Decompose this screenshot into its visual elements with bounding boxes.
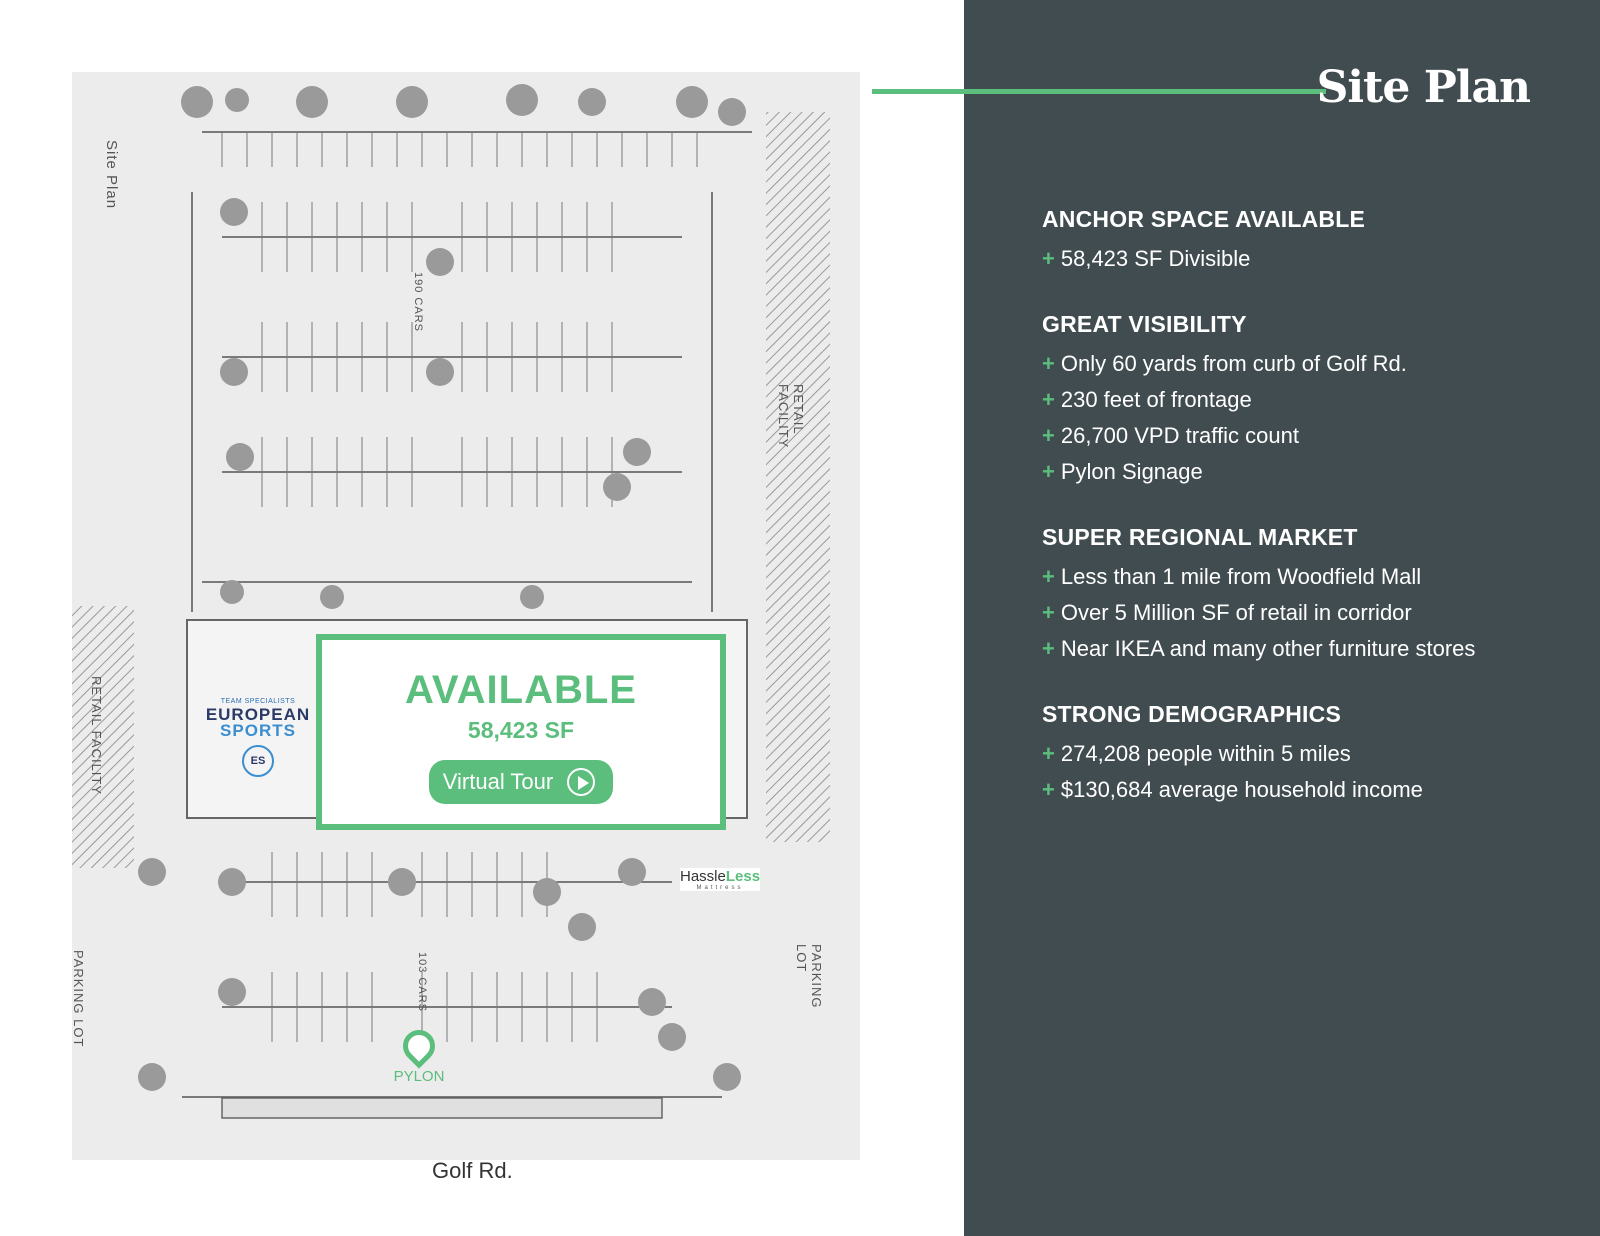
road-frontage <box>221 1097 663 1119</box>
site-plan-label: Site Plan <box>103 140 120 210</box>
feature-list: ANCHOR SPACE AVAILABLE +58,423 SF Divisi… <box>1042 206 1582 842</box>
plus-icon: + <box>1042 600 1055 625</box>
stall-lines <box>221 132 698 1042</box>
plus-icon: + <box>1042 777 1055 802</box>
list-item: +230 feet of frontage <box>1042 387 1252 412</box>
available-callout: AVAILABLE 58,423 SF Virtual Tour <box>316 634 726 830</box>
plus-icon: + <box>1042 423 1055 448</box>
info-panel <box>964 0 1600 1236</box>
trees <box>138 84 746 1091</box>
section-heading: GREAT VISIBILITY <box>1042 311 1247 337</box>
parking-left-label: PARKING LOT <box>71 950 86 1048</box>
parking-right-label: PARKING LOT <box>794 944 824 1009</box>
virtual-tour-button[interactable]: Virtual Tour <box>428 760 614 804</box>
list-item: +Near IKEA and many other furniture stor… <box>1042 636 1476 661</box>
plus-icon: + <box>1042 459 1055 484</box>
hassleless-logo: HassleLess Mattress <box>680 868 761 891</box>
list-item: +Pylon Signage <box>1042 459 1203 484</box>
map-pin-icon <box>396 1023 442 1069</box>
pylon-marker: PYLON <box>392 1023 446 1085</box>
list-item: +Only 60 yards from curb of Golf Rd. <box>1042 351 1407 376</box>
site-plan-lines <box>72 84 830 1119</box>
retail-left-label: RETAIL FACILITY <box>89 676 104 796</box>
section-great-visibility: GREAT VISIBILITY +Only 60 yards from cur… <box>1042 311 1582 490</box>
logo-mark: ES <box>242 745 274 777</box>
list-item: +58,423 SF Divisible <box>1042 246 1251 271</box>
retail-left-hatch <box>72 606 134 868</box>
logo-tagline: TEAM SPECIALISTS <box>220 698 296 705</box>
logo-line-1: EUROPEAN <box>205 705 311 724</box>
logo-sub: Mattress <box>696 885 744 891</box>
plus-icon: + <box>1042 246 1055 271</box>
logo-part-1: Hassle <box>680 868 726 885</box>
list-item: +Over 5 Million SF of retail in corridor <box>1042 600 1412 625</box>
section-anchor-space: ANCHOR SPACE AVAILABLE +58,423 SF Divisi… <box>1042 206 1582 277</box>
page-title: Site Plan <box>1316 62 1531 113</box>
parking-stalls <box>182 131 752 1098</box>
logo-part-2: Less <box>725 868 761 885</box>
cars-bottom-label: 103 CARS <box>416 952 428 1012</box>
site-plan-drawing: RETAIL FACILITY RETAIL FACILITY PARKING … <box>71 72 860 1160</box>
list-item: +274,208 people within 5 miles <box>1042 741 1351 766</box>
road-label: Golf Rd. <box>432 1158 513 1183</box>
section-strong-demographics: STRONG DEMOGRAPHICS +274,208 people with… <box>1042 701 1582 808</box>
cars-top-label: 190 CARS <box>412 272 424 332</box>
pylon-label: PYLON <box>393 1068 445 1085</box>
logo-line-2: SPORTS <box>220 721 296 740</box>
section-heading: SUPER REGIONAL MARKET <box>1042 524 1358 550</box>
list-item: +Less than 1 mile from Woodfield Mall <box>1042 564 1422 589</box>
virtual-tour-label: Virtual Tour <box>442 769 554 794</box>
list-item: +26,700 VPD traffic count <box>1042 423 1299 448</box>
retail-right-hatch <box>766 112 830 842</box>
title-rule <box>872 89 1326 94</box>
plus-icon: + <box>1042 741 1055 766</box>
list-item: +$130,684 average household income <box>1042 777 1423 802</box>
section-heading: STRONG DEMOGRAPHICS <box>1042 701 1341 727</box>
retail-right-label: RETAIL FACILITY <box>776 384 806 449</box>
section-heading: ANCHOR SPACE AVAILABLE <box>1042 206 1365 232</box>
plus-icon: + <box>1042 636 1055 661</box>
plus-icon: + <box>1042 387 1055 412</box>
plus-icon: + <box>1042 564 1055 589</box>
site-plan-area: RETAIL FACILITY RETAIL FACILITY PARKING … <box>71 72 860 1183</box>
available-label: AVAILABLE <box>405 668 637 712</box>
section-super-regional-market: SUPER REGIONAL MARKET +Less than 1 mile … <box>1042 524 1582 667</box>
european-sports-logo: TEAM SPECIALISTS EUROPEAN SPORTS ES <box>196 698 320 777</box>
play-icon <box>567 768 596 796</box>
plus-icon: + <box>1042 351 1055 376</box>
available-sf: 58,423 SF <box>467 717 575 743</box>
